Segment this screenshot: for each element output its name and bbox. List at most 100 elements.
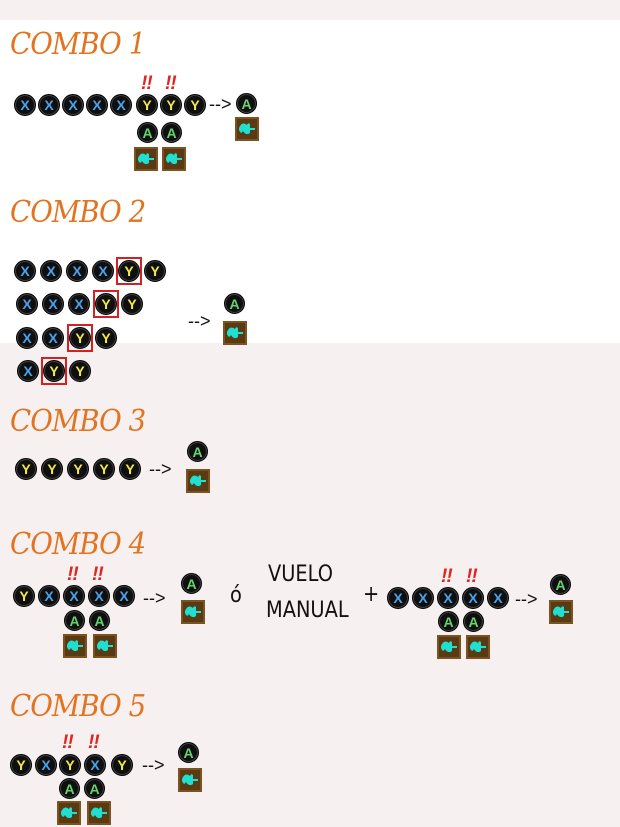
x-button-icon: X xyxy=(110,94,132,116)
glide-icon xyxy=(223,321,247,345)
a-button-icon: A xyxy=(181,573,202,594)
glide-icon xyxy=(235,117,259,141)
x-button-icon: X xyxy=(487,587,509,609)
emphasis-mark: !! xyxy=(441,566,453,587)
a-button-icon: A xyxy=(84,778,105,799)
a-button-icon: A xyxy=(64,610,85,631)
manual-flight-label-line1: VUELO xyxy=(268,562,333,587)
y-button-icon: Y xyxy=(69,327,91,349)
glide-icon xyxy=(63,634,87,658)
y-button-icon: Y xyxy=(15,458,37,480)
x-button-icon: X xyxy=(437,587,459,609)
y-button-icon: Y xyxy=(93,458,115,480)
y-button-icon: Y xyxy=(95,293,117,315)
emphasis-mark: !! xyxy=(62,732,74,753)
arrow: --> xyxy=(188,311,211,331)
plus-sign: + xyxy=(363,582,380,607)
x-button-icon: X xyxy=(88,585,110,607)
x-button-icon: X xyxy=(63,585,85,607)
arrow: --> xyxy=(209,94,232,114)
x-button-icon: X xyxy=(16,293,38,315)
emphasis-mark: !! xyxy=(141,73,153,94)
glide-icon xyxy=(181,600,205,624)
highlight-box xyxy=(67,324,93,352)
arrow: --> xyxy=(515,589,538,609)
a-button-icon: A xyxy=(438,611,459,632)
x-button-icon: X xyxy=(16,327,38,349)
glide-icon xyxy=(162,147,186,171)
a-button-icon: A xyxy=(236,93,257,114)
y-button-icon: Y xyxy=(67,458,89,480)
x-button-icon: X xyxy=(387,587,409,609)
glide-icon xyxy=(549,600,573,624)
glide-icon xyxy=(186,469,210,493)
combo-5-title: COMBO 5 xyxy=(10,689,146,724)
x-button-icon: X xyxy=(40,260,62,282)
glide-icon xyxy=(134,147,158,171)
glide-icon xyxy=(93,634,117,658)
or-label: ó xyxy=(230,583,242,608)
emphasis-mark: !! xyxy=(92,564,104,585)
white-panel xyxy=(0,20,620,343)
top-band xyxy=(0,0,620,20)
highlight-box xyxy=(93,290,119,318)
arrow: --> xyxy=(143,588,166,608)
y-button-icon: Y xyxy=(160,94,182,116)
x-button-icon: X xyxy=(62,94,84,116)
combo-2-title: COMBO 2 xyxy=(10,195,146,230)
x-button-icon: X xyxy=(68,293,90,315)
arrow: --> xyxy=(142,755,165,775)
arrow: --> xyxy=(149,459,172,479)
a-button-icon: A xyxy=(187,441,208,462)
x-button-icon: X xyxy=(17,360,39,382)
x-button-icon: X xyxy=(462,587,484,609)
a-button-icon: A xyxy=(550,574,571,595)
emphasis-mark: !! xyxy=(88,732,100,753)
x-button-icon: X xyxy=(92,260,114,282)
y-button-icon: Y xyxy=(119,458,141,480)
emphasis-mark: !! xyxy=(67,564,79,585)
y-button-icon: Y xyxy=(144,260,166,282)
a-button-icon: A xyxy=(463,611,484,632)
emphasis-mark: !! xyxy=(165,73,177,94)
x-button-icon: X xyxy=(42,327,64,349)
x-button-icon: X xyxy=(84,754,106,776)
x-button-icon: X xyxy=(66,260,88,282)
x-button-icon: X xyxy=(412,587,434,609)
x-button-icon: X xyxy=(113,585,135,607)
combo-4-title: COMBO 4 xyxy=(10,527,146,562)
combo-3-title: COMBO 3 xyxy=(10,404,146,439)
x-button-icon: X xyxy=(14,260,36,282)
manual-flight-label-line2: MANUAL xyxy=(266,598,349,623)
y-button-icon: Y xyxy=(69,360,91,382)
x-button-icon: X xyxy=(14,94,36,116)
y-button-icon: Y xyxy=(118,260,140,282)
y-button-icon: Y xyxy=(184,94,206,116)
a-button-icon: A xyxy=(161,122,182,143)
x-button-icon: X xyxy=(35,754,57,776)
y-button-icon: Y xyxy=(43,360,65,382)
highlight-box xyxy=(41,357,67,385)
glide-icon xyxy=(57,801,81,825)
y-button-icon: Y xyxy=(13,585,35,607)
highlight-box xyxy=(116,257,142,285)
glide-icon xyxy=(466,635,490,659)
combo-1-title: COMBO 1 xyxy=(10,27,146,62)
y-button-icon: Y xyxy=(136,94,158,116)
glide-icon xyxy=(87,801,111,825)
y-button-icon: Y xyxy=(95,327,117,349)
a-button-icon: A xyxy=(224,293,245,314)
glide-icon xyxy=(178,768,202,792)
y-button-icon: Y xyxy=(10,754,32,776)
y-button-icon: Y xyxy=(59,754,81,776)
y-button-icon: Y xyxy=(121,293,143,315)
y-button-icon: Y xyxy=(41,458,63,480)
x-button-icon: X xyxy=(42,293,64,315)
a-button-icon: A xyxy=(89,610,110,631)
x-button-icon: X xyxy=(38,94,60,116)
y-button-icon: Y xyxy=(111,754,133,776)
emphasis-mark: !! xyxy=(466,566,478,587)
a-button-icon: A xyxy=(137,122,158,143)
a-button-icon: A xyxy=(178,742,199,763)
a-button-icon: A xyxy=(59,778,80,799)
